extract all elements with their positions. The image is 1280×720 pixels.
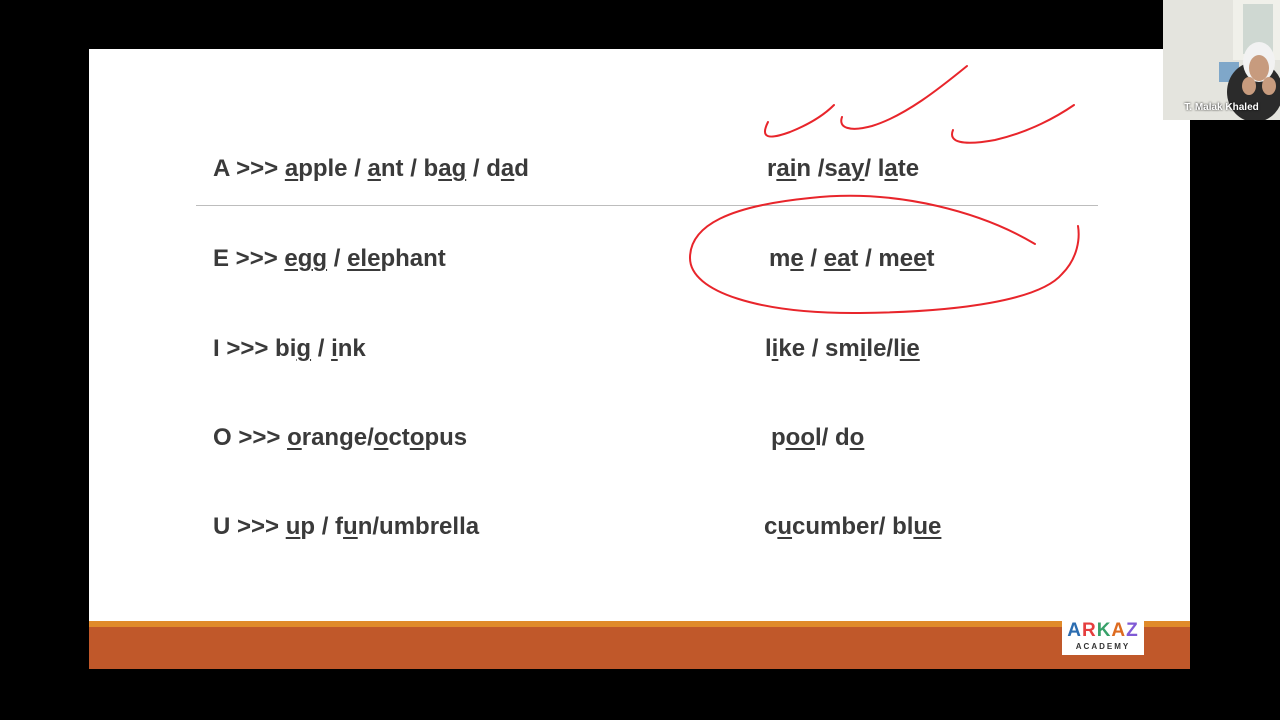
underlined-letters: ag: [438, 155, 467, 182]
word-text: phant: [380, 245, 446, 272]
word-text: l: [765, 335, 772, 362]
word-text: O >>>: [213, 424, 288, 451]
logo-subtitle: ACADEMY: [1075, 642, 1131, 651]
row-u-short-vowel-examples: U >>> up / fun/umbrella: [213, 512, 479, 542]
row-e-long-vowel-examples: me / eat / meet: [769, 244, 934, 274]
underlined-letters: ay: [837, 155, 865, 182]
underlined-letters: ea: [823, 245, 851, 272]
underlined-letters: a: [367, 155, 381, 182]
underlined-letters: ie: [899, 335, 920, 362]
underlined-letters: ele: [347, 245, 381, 272]
word-text: ke / sm: [778, 335, 860, 362]
word-text: te: [897, 155, 920, 182]
underlined-letters: oo: [785, 424, 815, 451]
underlined-letters: o: [287, 424, 302, 451]
row-e-short-vowel-examples: E >>> egg / elephant: [213, 244, 446, 274]
logo-letter: Z: [1126, 620, 1139, 641]
participant-name: T. Malak Khaled: [1184, 102, 1259, 113]
logo-letter: A: [1111, 620, 1127, 641]
word-text: /: [327, 245, 348, 272]
row-i-long-vowel-examples: like / smile/lie: [765, 334, 920, 364]
underlined-letters: i: [331, 335, 338, 362]
underlined-letters: u: [343, 513, 358, 540]
word-text: p: [771, 424, 786, 451]
underlined-letters: egg: [284, 245, 328, 272]
arkaz-academy-logo: ARKAZ ACADEMY: [1062, 619, 1144, 655]
word-text: t: [926, 245, 935, 272]
word-text: l/ d: [815, 424, 850, 451]
word-text: pple /: [298, 155, 368, 182]
word-text: p / f: [300, 513, 344, 540]
footer-accent-line: [89, 621, 1190, 627]
word-text: nk: [337, 335, 366, 362]
word-text: I >>> bi: [213, 335, 297, 362]
webcam-video-feed: [1163, 0, 1280, 120]
word-text: c: [764, 513, 778, 540]
underlined-letters: o: [849, 424, 865, 451]
word-text: nt / b: [380, 155, 439, 182]
word-text: ct: [388, 424, 410, 451]
underlined-letters: i: [771, 335, 779, 362]
word-text: U >>>: [213, 513, 286, 540]
word-text: range/: [301, 424, 374, 451]
underlined-letters: o: [409, 424, 425, 451]
row-u-long-vowel-examples: cucumber/ blue: [764, 512, 941, 542]
word-text: r: [767, 155, 777, 182]
underlined-letters: g: [296, 335, 312, 362]
row-a-long-vowel-examples: rain /say/ late: [767, 154, 919, 184]
word-text: pus: [424, 424, 468, 451]
underlined-letters: ue: [913, 513, 942, 540]
word-text: cumber/ bl: [792, 513, 914, 540]
footer-bar: [89, 627, 1190, 669]
word-text: E >>>: [213, 245, 285, 272]
underlined-letters: u: [285, 513, 301, 540]
word-text: le/l: [866, 335, 900, 362]
table-divider: [196, 205, 1098, 206]
word-text: n/umbrella: [357, 513, 480, 540]
underlined-letters: a: [500, 155, 515, 182]
underlined-letters: o: [373, 424, 389, 451]
underlined-letters: a: [284, 155, 299, 182]
underlined-letters: i: [859, 335, 867, 362]
word-text: /: [803, 245, 824, 272]
webcam-thumbnail[interactable]: T. Malak Khaled: [1163, 0, 1280, 120]
underlined-letters: u: [777, 513, 793, 540]
logo-letter: K: [1096, 620, 1112, 641]
word-text: n /s: [796, 155, 838, 182]
word-text: t / m: [850, 245, 900, 272]
presentation-slide: A >>> apple / ant / bag / dad rain /say/…: [89, 49, 1190, 669]
row-o-short-vowel-examples: O >>> orange/octopus: [213, 423, 467, 453]
word-text: /: [311, 335, 332, 362]
underlined-letters: ai: [776, 155, 797, 182]
row-a-short-vowel-examples: A >>> apple / ant / bag / dad: [213, 154, 529, 184]
logo-letter: R: [1081, 620, 1097, 641]
underlined-letters: ee: [899, 245, 927, 272]
word-text: / l: [864, 155, 885, 182]
logo-letter: A: [1067, 620, 1082, 641]
row-i-short-vowel-examples: I >>> big / ink: [213, 334, 366, 364]
word-text: / d: [466, 155, 501, 182]
row-o-long-vowel-examples: pool/ do: [771, 423, 864, 453]
underlined-letters: e: [790, 245, 804, 272]
underlined-letters: a: [884, 155, 898, 182]
word-text: A >>>: [213, 155, 285, 182]
word-text: m: [769, 245, 791, 272]
logo-wordmark: ARKAZ: [1062, 620, 1144, 642]
word-text: d: [514, 155, 529, 182]
